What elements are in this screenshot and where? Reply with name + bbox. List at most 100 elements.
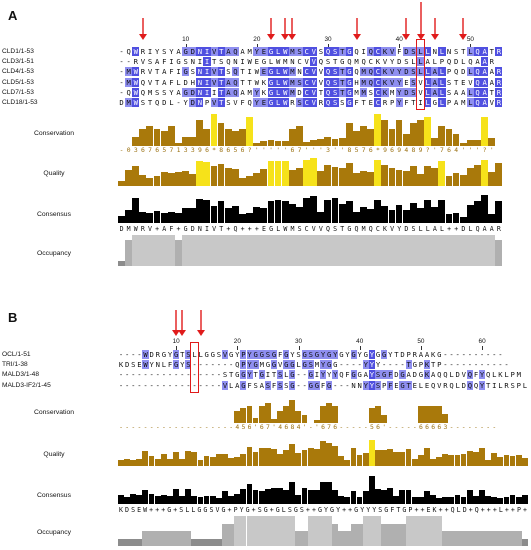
- residue: -: [296, 370, 301, 380]
- occupancy-bar: [234, 516, 241, 546]
- consensus-residue: P: [408, 506, 413, 514]
- conservation-bar: [395, 119, 403, 146]
- consensus-bar: [124, 496, 130, 504]
- residue: -: [382, 360, 387, 370]
- residue: G: [339, 350, 344, 359]
- residue: Y: [388, 350, 393, 359]
- consensus-residue: Q: [326, 225, 331, 233]
- residue: Y: [332, 350, 339, 359]
- residue: V: [233, 98, 238, 107]
- consensus-bar: [210, 205, 218, 223]
- occupancy-bar: [326, 516, 333, 546]
- occupancy-track: [118, 516, 528, 546]
- quality-bar: [240, 453, 247, 466]
- residue: L: [424, 67, 432, 77]
- consensus-bar: [375, 489, 381, 504]
- residue: -: [161, 370, 167, 380]
- residue: D: [297, 87, 302, 97]
- consensus-residue: D: [190, 225, 195, 233]
- red-arrow-icon: [459, 18, 468, 40]
- conservation-score: -: [461, 423, 466, 431]
- residue: A: [240, 47, 245, 56]
- residue: Y: [253, 98, 261, 107]
- conservation-bar: [367, 128, 374, 146]
- conservation-bar: [338, 137, 346, 146]
- consensus-bar: [222, 490, 228, 504]
- residue: I: [418, 98, 423, 107]
- residue: T: [405, 360, 412, 370]
- residue: -: [204, 370, 209, 380]
- occupancy-bar: [196, 235, 204, 266]
- occupancy-bar: [375, 516, 382, 546]
- conservation-score: -: [198, 423, 203, 431]
- conservation-bar: [409, 122, 417, 146]
- conservation-bar: [167, 125, 175, 146]
- consensus-residue: S: [297, 225, 302, 233]
- quality-label: Quality: [43, 170, 65, 177]
- consensus-residue: F: [169, 225, 174, 233]
- occupancy-bar: [479, 531, 486, 546]
- occupancy-bar: [154, 531, 161, 546]
- residue: I: [197, 57, 203, 67]
- residue: S: [409, 87, 418, 97]
- residue: L: [466, 47, 474, 56]
- residue: T: [361, 98, 366, 107]
- residue: Q: [318, 57, 324, 67]
- conservation-score: 6: [226, 146, 231, 154]
- residue: V: [222, 350, 229, 359]
- quality-bar: [460, 454, 467, 466]
- conservation-score: ?: [425, 146, 430, 154]
- occupancy-bar: [495, 240, 503, 266]
- occupancy-bar: [246, 516, 253, 546]
- consensus-bar: [442, 497, 449, 504]
- occupancy-bar: [338, 235, 346, 266]
- consensus-residue: K: [119, 506, 123, 514]
- residue: I: [265, 370, 271, 380]
- consensus-residue: +: [247, 225, 252, 233]
- occupancy-bar: [472, 531, 480, 546]
- residue: I: [203, 77, 211, 87]
- residue: -: [216, 380, 222, 390]
- conservation-score: -: [119, 423, 123, 431]
- residue: L: [492, 370, 497, 380]
- residue: N: [432, 47, 437, 56]
- residue: S: [296, 350, 301, 359]
- residue: S: [296, 98, 304, 107]
- consensus-residue: G: [347, 225, 352, 233]
- residue: C: [303, 98, 311, 107]
- residue: -: [186, 370, 191, 380]
- residue: Y: [326, 370, 332, 380]
- conservation-bar: [488, 137, 496, 146]
- consensus-residue: Y: [360, 506, 365, 514]
- conservation-score: -: [412, 423, 417, 431]
- consensus-residue: R: [496, 225, 501, 233]
- conservation-bar: [324, 137, 332, 146]
- residue: W: [142, 350, 149, 359]
- residue: Q: [247, 98, 252, 107]
- occupancy-bar: [295, 531, 302, 546]
- residue: A: [418, 350, 424, 359]
- residue: I: [314, 370, 320, 380]
- occupancy-bar: [303, 235, 311, 266]
- quality-bar: [352, 173, 360, 186]
- quality-bar: [182, 171, 189, 186]
- conservation-score: -: [180, 423, 185, 431]
- occupancy-bar: [179, 531, 186, 546]
- conservation-score: -: [388, 423, 393, 431]
- occupancy-bar: [281, 235, 289, 266]
- residue: Y: [169, 87, 174, 97]
- residue: S: [296, 77, 304, 87]
- residue: G: [267, 87, 275, 97]
- residue: S: [331, 87, 339, 97]
- occupancy-bar: [474, 235, 482, 266]
- residue: -: [131, 370, 136, 380]
- residue: Q: [339, 370, 344, 380]
- conservation-bar: [281, 140, 289, 146]
- consensus-bar: [307, 489, 314, 504]
- residue: A: [259, 380, 264, 390]
- conservation-score: -: [229, 423, 234, 431]
- residue: -: [161, 380, 167, 390]
- ruler-tick: [185, 44, 187, 48]
